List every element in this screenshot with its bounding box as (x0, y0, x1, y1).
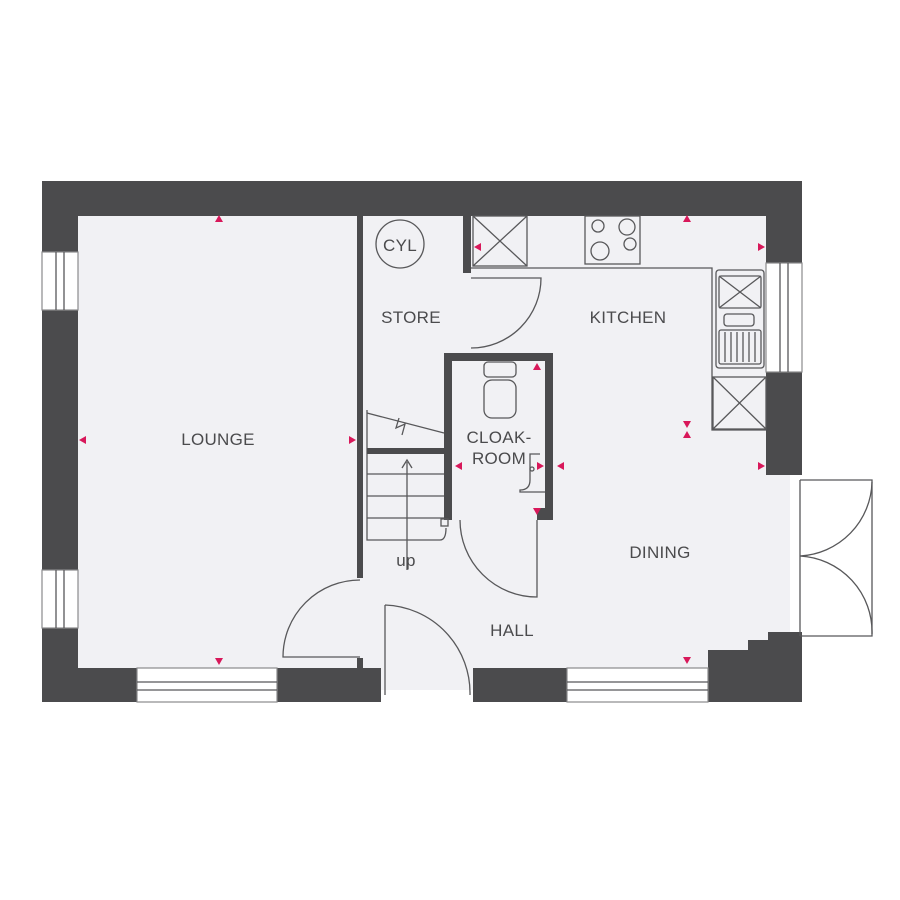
window-lounge-bottom (41, 569, 79, 629)
toilet-bowl (483, 379, 517, 419)
french-door-frame (799, 479, 873, 637)
room-label-cloakroom-1: CLOAK- (466, 428, 531, 447)
door-store (470, 277, 542, 349)
staircase (366, 410, 449, 570)
windows (41, 251, 803, 703)
room-label-hall: HALL (490, 621, 534, 640)
room-label-kitchen: KITCHEN (590, 308, 667, 327)
sink (715, 269, 765, 369)
doors (282, 277, 873, 696)
stairs-up-label: up (396, 551, 416, 570)
toilet-cistern (483, 361, 517, 378)
hob (584, 215, 641, 265)
window-kitchen (765, 262, 803, 373)
room-label-store: STORE (381, 308, 441, 327)
appliance-unit (472, 215, 528, 267)
appliance-unit-2 (712, 376, 767, 430)
room-label-cloakroom-2: ROOM (472, 449, 526, 468)
hob-ring-icon (591, 219, 605, 233)
exterior-walls (42, 181, 802, 702)
door-cloakroom (459, 519, 538, 598)
interior-walls (357, 216, 553, 670)
room-label-lounge: LOUNGE (181, 430, 255, 449)
dimension-markers (79, 215, 765, 665)
window-dining-front (566, 667, 709, 703)
wc-fixtures (483, 361, 545, 493)
front-door (384, 604, 471, 696)
cylinder-label: CYL (383, 236, 417, 255)
french-doors (799, 481, 873, 635)
window-lounge-top (41, 251, 79, 311)
door-lounge (282, 579, 361, 658)
basin (519, 453, 545, 493)
room-label-dining: DINING (629, 543, 690, 562)
window-lounge-front (136, 667, 278, 703)
cylinder-icon (375, 219, 425, 269)
kitchen-units (471, 215, 767, 431)
floor-area (60, 200, 790, 690)
